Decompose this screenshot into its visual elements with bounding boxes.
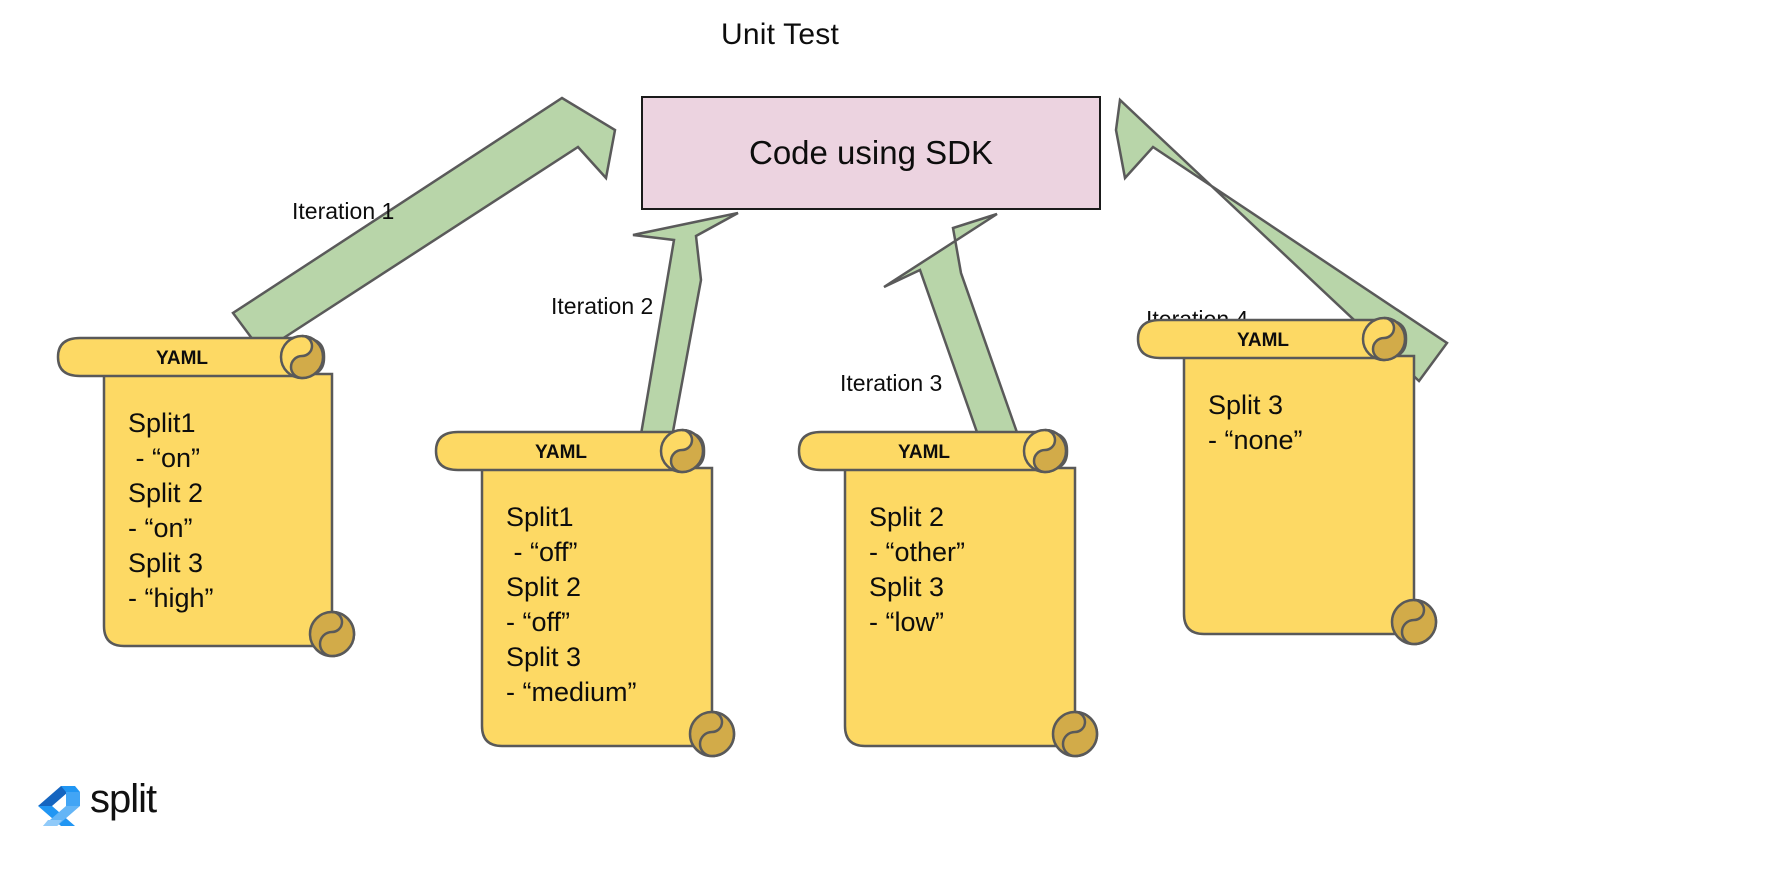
arrow-label-iteration-1: Iteration 1 bbox=[292, 198, 395, 224]
yaml-scroll-shape-1 bbox=[56, 334, 356, 658]
process-box-code-using-sdk[interactable]: Code using SDK bbox=[641, 96, 1101, 210]
yaml-document-1[interactable]: YAML Split1 - “on” Split 2 - “on” Split … bbox=[56, 334, 362, 666]
yaml-document-2[interactable]: YAML Split1 - “off” Split 2 - “off” Spli… bbox=[434, 428, 740, 770]
yaml-scroll-shape-3 bbox=[797, 428, 1099, 758]
page-title: Unit Test bbox=[721, 18, 839, 51]
yaml-document-2-header: YAML bbox=[534, 442, 588, 463]
yaml-document-3-body: Split 2 - “other” Split 3 - “low” bbox=[869, 502, 966, 637]
yaml-document-2-body: Split1 - “off” Split 2 - “off” Split 3 -… bbox=[506, 502, 637, 707]
yaml-scroll-shape-2 bbox=[434, 428, 736, 758]
yaml-document-3[interactable]: YAML Split 2 - “other” Split 3 - “low” bbox=[797, 428, 1103, 770]
yaml-document-3-header: YAML bbox=[897, 442, 951, 463]
split-logo-icon bbox=[38, 786, 80, 826]
yaml-document-1-header: YAML bbox=[155, 348, 209, 369]
yaml-document-4[interactable]: YAML Split 3 - “none” bbox=[1136, 316, 1442, 658]
arrow-label-iteration-3: Iteration 3 bbox=[840, 370, 943, 396]
process-box-label: Code using SDK bbox=[749, 134, 993, 171]
yaml-document-4-header: YAML bbox=[1236, 330, 1290, 351]
yaml-document-4-body: Split 3 - “none” bbox=[1208, 390, 1303, 455]
yaml-scroll-shape-4 bbox=[1136, 316, 1438, 646]
split-logo-wordmark: split bbox=[90, 777, 157, 821]
yaml-document-1-body: Split1 - “on” Split 2 - “on” Split 3 - “… bbox=[128, 408, 214, 613]
arrow-label-iteration-2: Iteration 2 bbox=[551, 293, 654, 319]
arrow-iteration-4 bbox=[1114, 97, 1449, 383]
split-logo: split bbox=[34, 777, 164, 831]
